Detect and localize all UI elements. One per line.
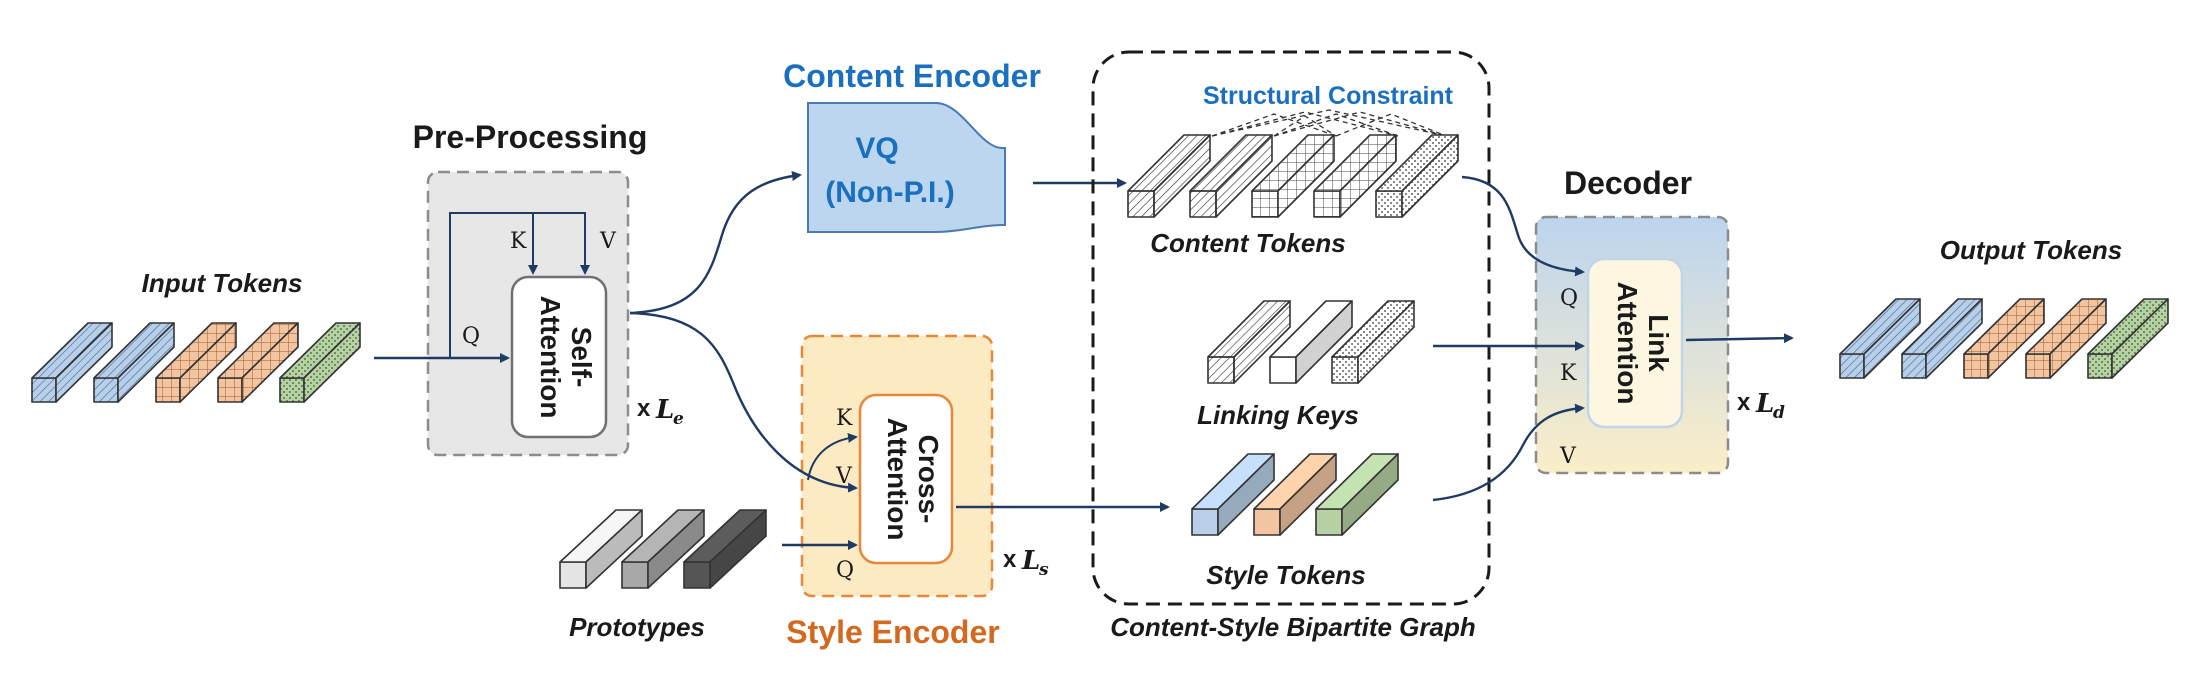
prototype-tokens (559, 509, 767, 589)
svg-text:e: e (673, 409, 684, 429)
self-attention-label-line2: Attention (535, 296, 566, 419)
structural-constraint-lines (1211, 109, 1447, 137)
cross-attention-block (858, 393, 954, 565)
self-attention-label-line1: Self- (566, 327, 597, 388)
style-encoder-title: Style Encoder (786, 614, 999, 650)
pre-processing-title: Pre-Processing (413, 119, 648, 155)
decoder-layer-multiplier: x L d (1737, 389, 1785, 423)
content-token (1189, 134, 1273, 218)
output-tokens-label: Output Tokens (1940, 235, 2122, 265)
encoder-to-cross-attention-arrow (629, 311, 858, 493)
bipartite-graph-box (1091, 50, 1491, 606)
content-encoder-title: Content Encoder (783, 58, 1041, 94)
linking-keys-label: Linking Keys (1197, 400, 1359, 430)
style-token (1315, 453, 1399, 536)
svg-text:L: L (1021, 546, 1040, 576)
key-branch-arrow (807, 432, 858, 481)
cross-attention-label-line1: Cross- (913, 435, 944, 524)
content-token (1251, 134, 1335, 218)
svg-text:s: s (1038, 560, 1049, 580)
linking-keys (1207, 300, 1415, 384)
decoder-to-output-arrow (1685, 333, 1794, 344)
style-layer-multiplier: x L s (1003, 546, 1049, 580)
prototype-token (621, 509, 705, 589)
svg-text:x: x (1737, 389, 1751, 416)
linking-key-token (1331, 300, 1415, 384)
svg-text:d: d (1773, 403, 1785, 423)
encoder-to-vq-arrow (629, 171, 802, 315)
style-tokens-label: Style Tokens (1206, 560, 1365, 590)
encoder-layer-multiplier: x L e (637, 395, 684, 429)
content-token (1375, 134, 1459, 218)
self-attn-v-port: V (599, 229, 617, 254)
svg-text:L: L (655, 395, 674, 425)
input-tokens (31, 322, 361, 403)
content-token (1127, 134, 1211, 218)
input-token (93, 322, 175, 403)
svg-text:x: x (1003, 546, 1017, 573)
link-attn-k-port: K (1560, 361, 1577, 386)
vq-sublabel: (Non-P.I.) (825, 176, 954, 209)
vq-encoder-shape (807, 102, 1006, 233)
output-token (2025, 298, 2107, 379)
style-token (1191, 453, 1275, 536)
link-attention-block (1586, 257, 1684, 429)
content-to-decoder-arrow (1461, 175, 1585, 277)
content-tokens (1127, 134, 1459, 218)
decoder-title: Decoder (1564, 165, 1692, 201)
prototype-token (559, 509, 643, 589)
output-tokens (1839, 298, 2169, 379)
cross-attention-label-line2: Attention (882, 418, 913, 541)
cross-attn-q-port: Q (836, 558, 854, 583)
input-token (155, 322, 237, 403)
style-to-decoder-arrow (1432, 403, 1585, 502)
link-attn-q-port: Q (1560, 286, 1578, 311)
input-tokens-label: Input Tokens (142, 268, 303, 298)
output-token (1963, 298, 2045, 379)
prototype-token (683, 509, 767, 589)
linking-key-token (1269, 300, 1353, 384)
output-token (1839, 298, 1921, 379)
input-token (217, 322, 299, 403)
self-attn-q-port: Q (462, 324, 480, 349)
v-route-line (449, 212, 590, 358)
content-tokens-label: Content Tokens (1150, 228, 1345, 258)
bipartite-graph-label: Content-Style Bipartite Graph (1110, 612, 1475, 642)
cross-attn-k-port: K (836, 406, 853, 431)
input-token (31, 322, 113, 403)
output-token (2087, 298, 2169, 379)
prototypes-label: Prototypes (569, 612, 705, 642)
style-token (1253, 453, 1337, 536)
link-attention-label-line1: Link (1643, 314, 1674, 372)
svg-text:x: x (637, 395, 651, 422)
vq-label: VQ (855, 132, 898, 165)
self-attn-k-port: K (510, 229, 527, 254)
input-token (279, 322, 361, 403)
link-attention-label-line2: Attention (1612, 282, 1643, 405)
self-attention-block (510, 275, 608, 439)
content-token (1313, 134, 1397, 218)
structural-constraint-label: Structural Constraint (1203, 82, 1454, 110)
output-token (1901, 298, 1983, 379)
style-tokens (1191, 453, 1399, 536)
svg-text:L: L (1755, 389, 1774, 419)
link-attn-v-port: V (1559, 444, 1577, 469)
linking-key-token (1207, 300, 1291, 384)
